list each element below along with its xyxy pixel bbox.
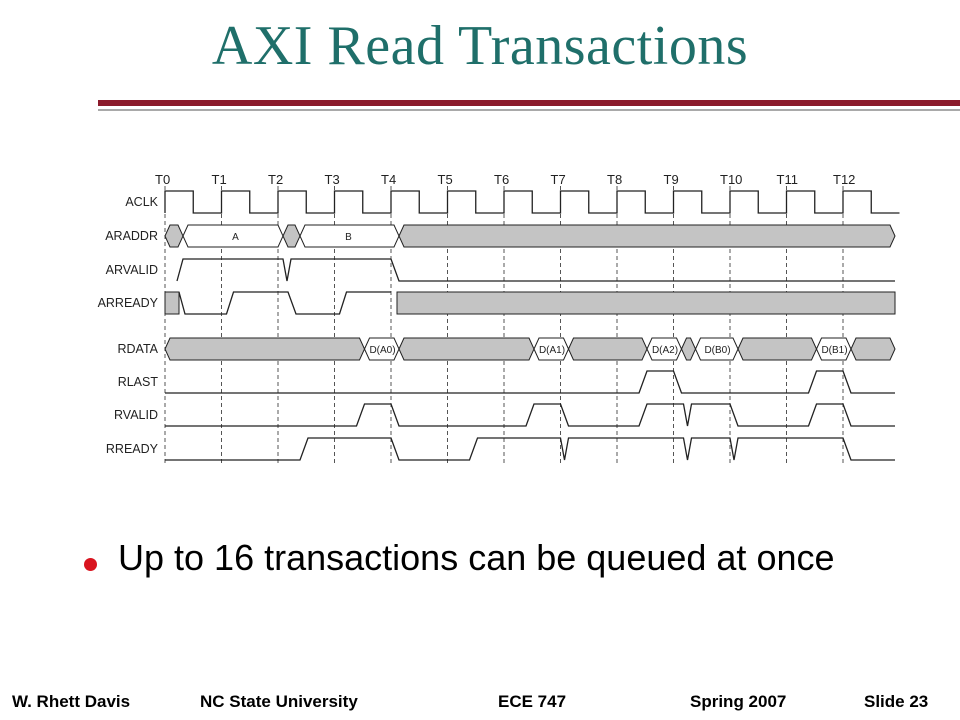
rdata-invalid-4 — [737, 337, 818, 361]
signal-label-araddr: ARADDR — [105, 229, 158, 243]
tick-label-t8: T8 — [607, 172, 622, 187]
rdata-invalid-0 — [164, 337, 366, 361]
tick-label-t4: T4 — [381, 172, 396, 187]
tick-label-t0: T0 — [155, 172, 170, 187]
waveform-rlast — [165, 370, 895, 394]
slide-title: AXI Read Transactions — [211, 15, 749, 77]
waveform-arvalid — [176, 258, 895, 282]
bullet-dot — [84, 558, 97, 571]
signal-label-arready: ARREADY — [98, 296, 159, 310]
tick-label-t9: T9 — [664, 172, 679, 187]
rdata-invalid-5 — [850, 337, 896, 361]
tick-label-t10: T10 — [720, 172, 742, 187]
tick-label-t2: T2 — [268, 172, 283, 187]
signal-label-rlast: RLAST — [118, 375, 159, 389]
rdata-label-d-a2: D(A2) — [652, 345, 678, 356]
tick-label-t12: T12 — [833, 172, 855, 187]
tick-label-t6: T6 — [494, 172, 509, 187]
tick-label-t7: T7 — [551, 172, 566, 187]
araddr-invalid-0 — [164, 224, 184, 248]
rdata-invalid-1 — [398, 337, 535, 361]
signal-label-rdata: RDATA — [117, 342, 158, 356]
clock-edge-lines — [164, 186, 844, 466]
rdata-label-d-a0: D(A0) — [369, 345, 395, 356]
footer: W. Rhett Davis NC State University ECE 7… — [0, 692, 960, 714]
waveform-rvalid — [165, 403, 895, 427]
waveform-aclk — [164, 190, 900, 214]
rdata-label-d-a1: D(A1) — [539, 345, 565, 356]
rdata-label-d-b1: D(B1) — [821, 345, 847, 356]
arready-undefined-end — [396, 291, 896, 315]
signal-label-rvalid: RVALID — [114, 408, 158, 422]
signal-label-arvalid: ARVALID — [106, 263, 158, 277]
rdata-label-d-b0: D(B0) — [704, 345, 730, 356]
rdata-invalid-2 — [567, 337, 648, 361]
waveform-rready — [165, 437, 895, 461]
rdata-invalid-3 — [680, 337, 697, 361]
footer-term: Spring 2007 — [690, 692, 787, 711]
araddr-label-a: A — [232, 232, 239, 243]
title-rule — [98, 100, 960, 111]
araddr-label-b: B — [345, 232, 352, 243]
araddr-invalid-1 — [282, 224, 301, 248]
footer-author: W. Rhett Davis — [12, 692, 131, 711]
tick-label-t3: T3 — [325, 172, 340, 187]
signal-label-aclk: ACLK — [125, 195, 158, 209]
tick-label-t5: T5 — [438, 172, 453, 187]
waveform-arready — [178, 291, 391, 315]
bullet-text: Up to 16 transactions can be queued at o… — [118, 537, 835, 578]
araddr-invalid-2 — [398, 224, 896, 248]
footer-course: ECE 747 — [498, 692, 567, 711]
tick-label-t1: T1 — [212, 172, 227, 187]
signal-label-rready: RREADY — [106, 442, 159, 456]
footer-university: NC State University — [200, 692, 358, 711]
arready-undefined-start — [164, 291, 180, 315]
footer-slide-number: Slide 23 — [864, 692, 929, 711]
tick-label-t11: T11 — [777, 172, 798, 187]
